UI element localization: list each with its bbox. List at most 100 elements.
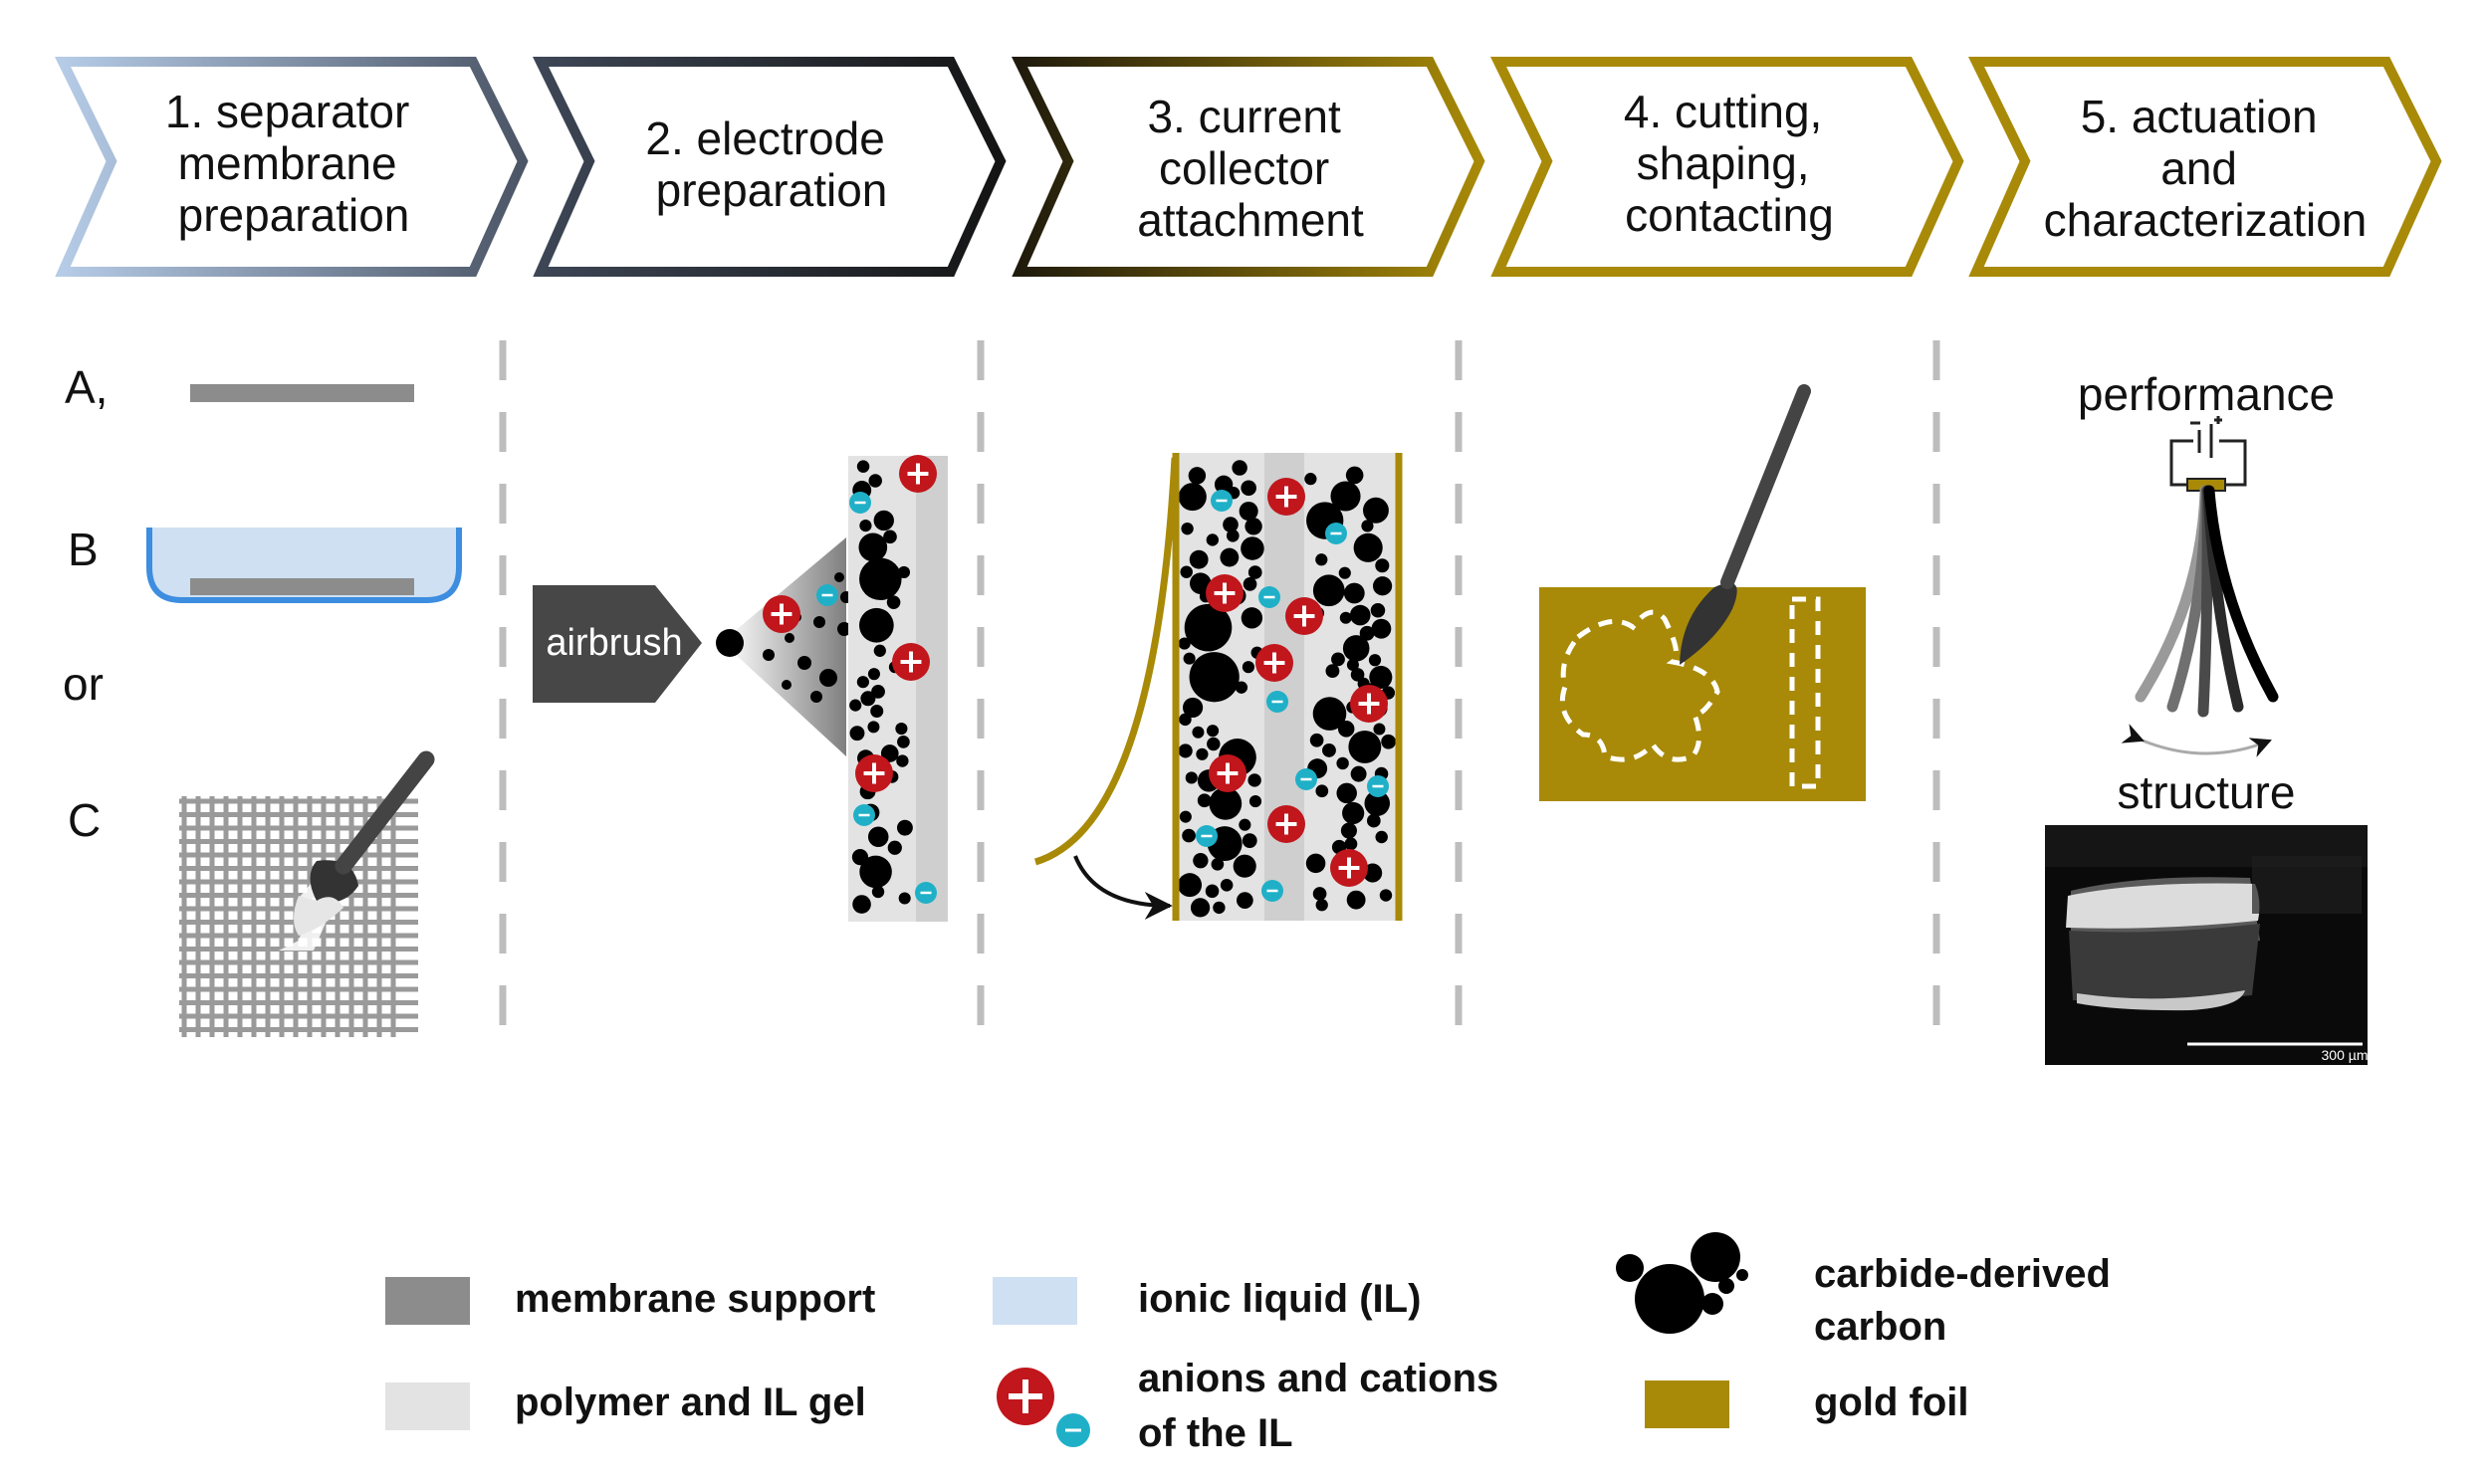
- carbon-particle: [858, 532, 888, 562]
- carbon-particle: [797, 656, 811, 670]
- membrane-options: A, B or C: [63, 361, 462, 1037]
- legend-label-gold-foil: gold foil: [1814, 1380, 1969, 1424]
- carbon-particle: [1305, 853, 1326, 874]
- carbon-particle: [1180, 565, 1193, 578]
- carbon-particle: [834, 572, 844, 582]
- carbon-particle: [1349, 604, 1371, 626]
- option-or-label: or: [63, 658, 104, 710]
- carbon-particle: [886, 595, 901, 609]
- step-3-chevron: 3. current collector attachment: [1011, 57, 1485, 277]
- svg-text:1. separator membrane: 1. separator membrane preparation: [165, 86, 422, 241]
- carbon-particle: [1342, 801, 1365, 825]
- carbon-particle: [883, 530, 897, 544]
- carbon-particle: [1350, 765, 1367, 782]
- anion-icon: [915, 882, 937, 904]
- carbon-particle: [1181, 522, 1194, 535]
- step-3-title-line-3: attachment: [1137, 194, 1364, 246]
- carbon-particle: [1209, 786, 1243, 820]
- carbon-particle: [1315, 899, 1328, 912]
- bending-range-arrow: [2121, 724, 2272, 757]
- carbon-particle: [1315, 784, 1329, 798]
- electrode-strip: [848, 455, 948, 922]
- carbon-particle: [860, 691, 876, 707]
- carbon-particle: [1315, 553, 1328, 566]
- step-1-title-line-3: preparation: [178, 189, 410, 241]
- carbon-particle: [1325, 664, 1340, 679]
- carbon-particle: [1330, 481, 1361, 512]
- carbon-particle: [867, 826, 889, 847]
- carbon-particle: [1361, 520, 1374, 532]
- column-separators: [499, 340, 1940, 1035]
- svg-text:4. cutting, shaping,: 4. cutting, shaping, contacting: [1624, 86, 1835, 241]
- sem-micrograph: 300 µm: [2045, 825, 2368, 1065]
- carbon-particle: [859, 855, 892, 889]
- carbon-particle: [1184, 603, 1233, 652]
- carbon-particle: [1312, 887, 1327, 901]
- carbon-particle: [1233, 854, 1256, 878]
- carbon-particle: [1190, 572, 1212, 594]
- carbon-particle: [1346, 659, 1359, 672]
- carbon-particle: [1346, 890, 1366, 910]
- carbon-particle: [837, 622, 851, 636]
- carbon-particle: [1379, 889, 1393, 902]
- carbon-particle: [1344, 837, 1358, 851]
- carbon-particle: [1304, 473, 1317, 486]
- legend-label-carbon: carbide-derived carbon: [1814, 1252, 2122, 1349]
- carbon-particle: [1178, 873, 1203, 898]
- carbon-particle: [1223, 517, 1239, 532]
- cation-icon: [1267, 805, 1305, 843]
- cation-icon: [1285, 597, 1323, 635]
- legend-swatch-carbon: [1616, 1232, 1748, 1334]
- attach-arrow: [1073, 855, 1173, 920]
- carbon-particle: [1371, 618, 1392, 639]
- carbon-particle: [1375, 830, 1388, 844]
- legend-label-ions: anions and cations of the IL: [1138, 1357, 1509, 1455]
- step-4-title-line-3: contacting: [1625, 189, 1834, 241]
- carbon-particle: [1247, 773, 1261, 787]
- carbon-particle: [896, 754, 909, 767]
- scale-bar-label: 300 µm: [2322, 1047, 2369, 1063]
- svg-text:2. electrode preparation: 2. electrode preparation: [645, 112, 897, 216]
- carbon-particle: [1243, 577, 1257, 591]
- cation-icon: [899, 455, 937, 493]
- carbon-particle: [819, 669, 837, 687]
- step-4-chevron: 4. cutting, shaping, contacting: [1489, 57, 1964, 277]
- carbon-particle: [1226, 529, 1240, 542]
- carbon-particle: [1206, 725, 1220, 738]
- carbon-particle: [1190, 898, 1211, 918]
- option-b-label: B: [68, 524, 99, 575]
- carbon-particle: [1364, 790, 1391, 816]
- carbon-particle: [1178, 483, 1207, 512]
- carbon-particle: [1178, 743, 1193, 758]
- step-2-title-line-2: preparation: [656, 164, 888, 216]
- carbon-particle: [1359, 625, 1375, 641]
- carbon-particle: [1241, 607, 1263, 629]
- carbon-particle: [785, 633, 794, 643]
- step-4-title-line-1: 4. cutting,: [1624, 86, 1822, 137]
- legend-ions-line-2: of the IL: [1138, 1411, 1293, 1455]
- carbon-particle: [1343, 582, 1365, 604]
- anion-icon: [1266, 691, 1288, 713]
- spray-particles: [716, 572, 862, 703]
- carbon-particle: [1235, 681, 1248, 694]
- performance-label: performance: [2078, 368, 2335, 420]
- legend-swatch-ionic-liquid: [993, 1277, 1077, 1325]
- carbon-particle: [1373, 723, 1386, 736]
- anion-icon: [1295, 768, 1317, 790]
- legend-label-polymer-gel: polymer and IL gel: [515, 1380, 866, 1424]
- carbon-particle: [859, 520, 872, 532]
- carbon-particle: [1312, 697, 1347, 731]
- cation-icon: [1255, 644, 1293, 682]
- carbon-particle: [1322, 742, 1336, 757]
- cation-icon: [1350, 685, 1388, 723]
- scalpel-icon: [1680, 384, 1811, 665]
- carbon-particle: [1182, 828, 1196, 843]
- airbrush-label: airbrush: [546, 622, 682, 664]
- carbon-particle: [1189, 652, 1240, 703]
- carbon-particle: [1220, 547, 1240, 567]
- carbon-particle: [1241, 480, 1256, 497]
- carbon-particle: [1211, 857, 1225, 871]
- battery-circuit-icon: [2169, 416, 2247, 487]
- carbon-particle: [1336, 756, 1349, 770]
